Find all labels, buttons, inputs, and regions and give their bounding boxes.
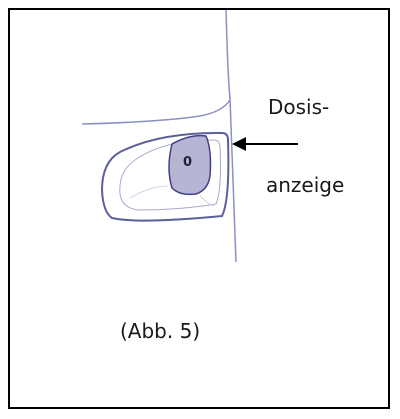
pen-cap-edge	[81, 99, 231, 125]
contour-line	[199, 195, 215, 207]
dose-display-digit: 0	[183, 155, 193, 170]
figure-frame	[8, 8, 390, 409]
dose-display-label-line1: Dosis-	[268, 95, 330, 119]
pen-body-edge	[225, 9, 237, 263]
contour-line	[129, 185, 169, 199]
figure-caption: (Abb. 5)	[120, 319, 201, 343]
pointer-arrow-head	[232, 137, 246, 151]
dose-display-label-line2: anzeige	[266, 173, 345, 197]
dose-display-window	[168, 134, 212, 196]
